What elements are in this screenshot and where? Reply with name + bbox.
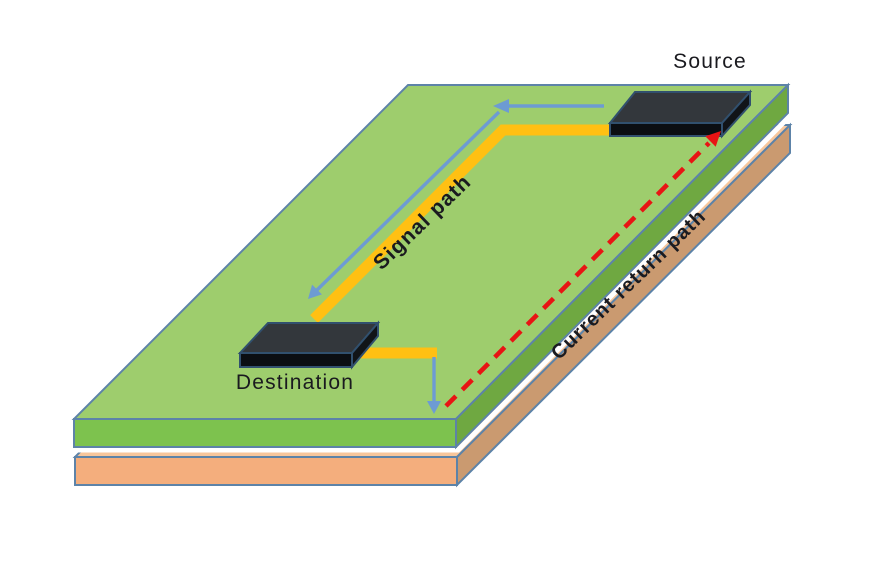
signal-trace (310, 124, 609, 359)
layer-gap (74, 114, 792, 453)
destination-chip-front-face (239, 352, 353, 368)
signal-arrow-via-head-icon (427, 401, 441, 414)
destination-chip (237, 320, 381, 370)
signal-layer-board (71, 82, 791, 450)
current-return-path (444, 131, 721, 408)
signal-arrow-diagonal-head-icon (308, 284, 322, 299)
board-front-face (73, 418, 457, 448)
source-chip-front-face (609, 122, 723, 137)
signal-arrow-diagonal-line (315, 110, 501, 292)
current-return-path-head-icon (705, 131, 721, 147)
source-chip (607, 89, 753, 139)
signal-trace-main-segment (310, 124, 609, 323)
ground-plane-front-face (74, 456, 458, 486)
destination-label: Destination (236, 371, 354, 394)
source-label: Source (673, 50, 747, 73)
signal-direction-arrows (308, 99, 604, 414)
signal-arrow-top-head-icon (493, 99, 509, 113)
current-return-path-line (444, 141, 711, 408)
